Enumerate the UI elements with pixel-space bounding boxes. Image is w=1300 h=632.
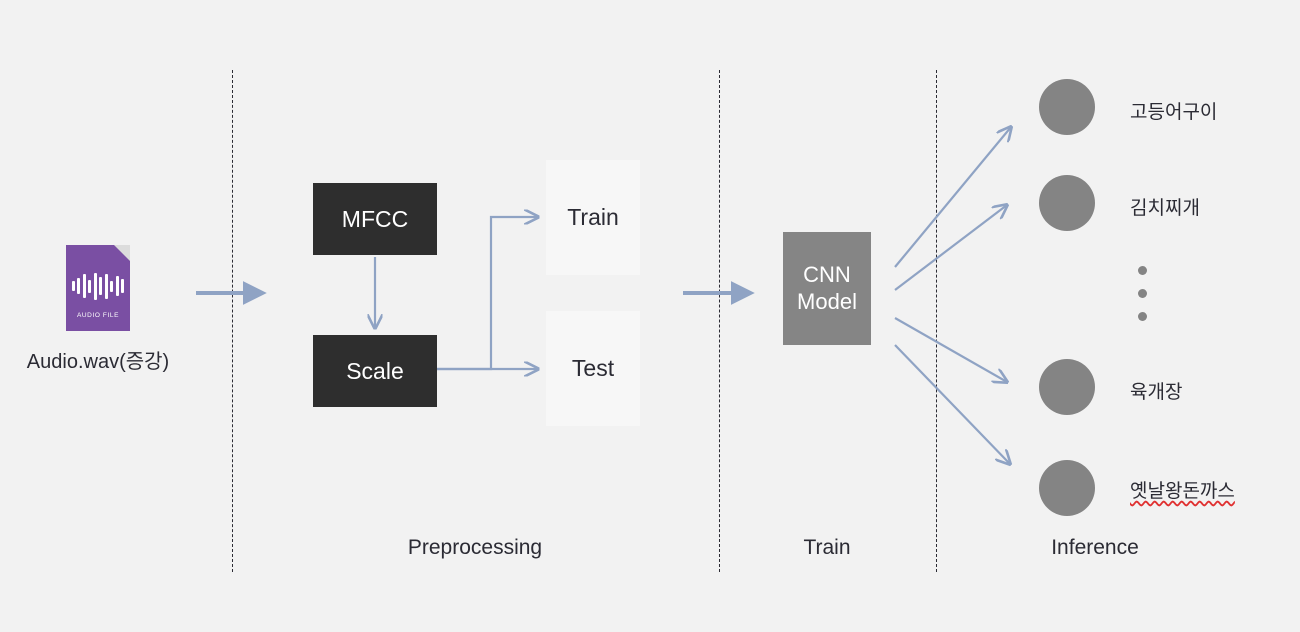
output-label-4: 옛날왕돈까스 — [1130, 481, 1235, 502]
output-label-1: 고등어구이 — [1130, 102, 1218, 123]
arrow-cnn-to-output-1 — [894, 127, 1011, 268]
output-node-3[interactable] — [1039, 359, 1095, 415]
waveform-icon — [66, 271, 130, 301]
test-split-box[interactable]: Test — [546, 311, 640, 426]
arrow-cnn-to-output-3 — [894, 317, 1007, 382]
audio-file-icon: AUDIO FILE — [66, 245, 130, 331]
arrow-scale-to-train — [437, 217, 538, 371]
mfcc-box[interactable]: MFCC — [313, 183, 437, 255]
audio-file-icon-caption: AUDIO FILE — [76, 312, 120, 319]
section-divider-3 — [936, 70, 937, 572]
arrow-cnn-to-output-2 — [894, 205, 1007, 291]
output-ellipsis-icon — [1138, 266, 1147, 335]
output-node-2[interactable] — [1039, 175, 1095, 231]
scale-box[interactable]: Scale — [313, 335, 437, 407]
section-label-preprocessing: Preprocessing — [407, 536, 543, 559]
output-node-4[interactable] — [1039, 460, 1095, 516]
section-label-inference: Inference — [1051, 536, 1139, 559]
output-node-1[interactable] — [1039, 79, 1095, 135]
train-split-box[interactable]: Train — [546, 160, 640, 275]
section-label-train: Train — [803, 536, 851, 559]
audio-input-label: Audio.wav(증강) — [26, 351, 170, 373]
audio-file-sheet — [66, 245, 130, 331]
arrow-cnn-to-output-4 — [894, 344, 1010, 464]
section-divider-1 — [232, 70, 233, 572]
output-label-3: 육개장 — [1130, 382, 1183, 403]
output-label-2: 김치찌개 — [1130, 198, 1200, 219]
section-divider-2 — [719, 70, 720, 572]
